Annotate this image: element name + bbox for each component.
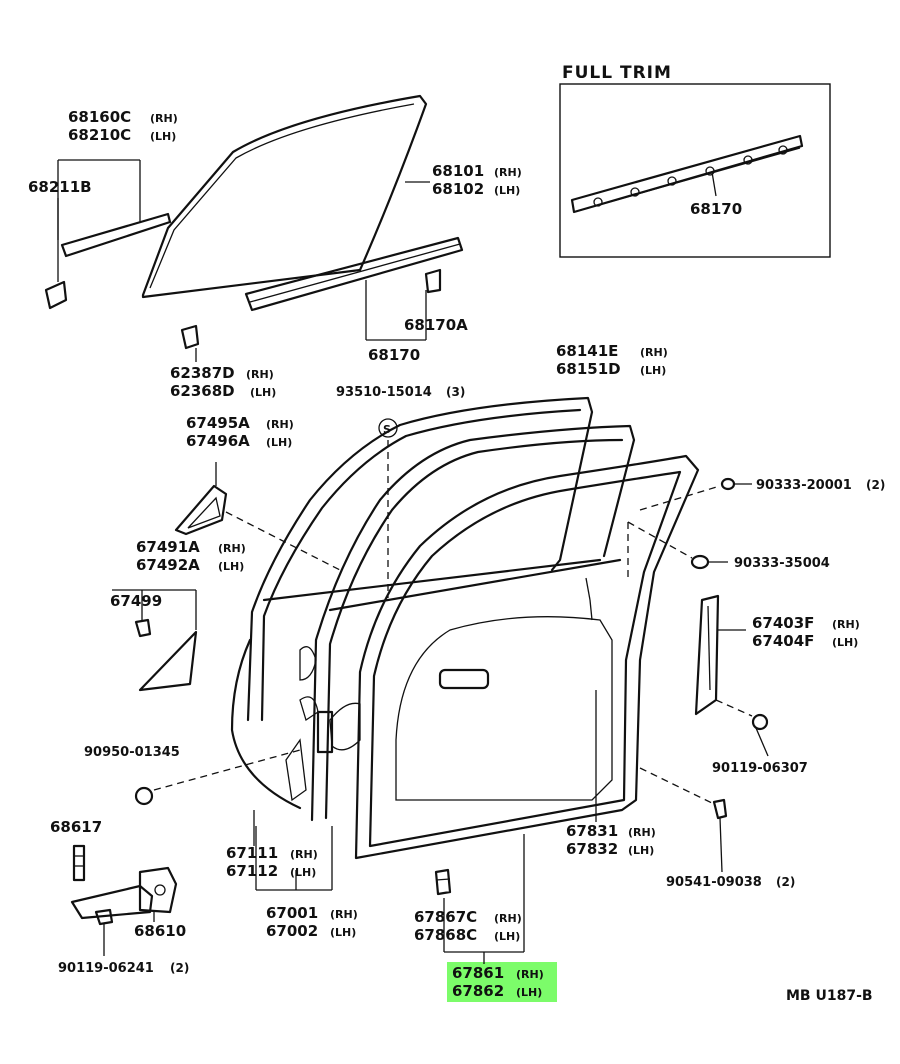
label-67111[interactable]: 67111	[226, 844, 278, 862]
screw-93510-leader: S	[378, 418, 398, 598]
label-68151D[interactable]: 68151D	[556, 360, 621, 378]
suffix-90541-09038: (2)	[776, 875, 795, 889]
suffix-68141E: (RH)	[640, 346, 668, 359]
suffix-68102: (LH)	[494, 184, 520, 197]
label-68141E[interactable]: 68141E	[556, 342, 618, 360]
label-67861[interactable]: 67861	[452, 964, 504, 982]
label-68160C[interactable]: 68160C	[68, 108, 131, 126]
label-68610[interactable]: 68610	[134, 922, 186, 940]
inner-weatherstrip-drawing	[44, 159, 172, 310]
label-68170[interactable]: 68170	[368, 346, 420, 364]
trim-strip-68170-drawing	[570, 134, 804, 214]
label-68210C[interactable]: 68210C	[68, 126, 131, 144]
right-side-parts-drawing	[627, 477, 769, 873]
label-67491A[interactable]: 67491A	[136, 538, 200, 556]
suffix-67861: (RH)	[516, 968, 544, 981]
label-67495A[interactable]: 67495A	[186, 414, 250, 432]
suffix-67867C: (RH)	[494, 912, 522, 925]
suffix-67001: (RH)	[330, 908, 358, 921]
door-glass-drawing	[141, 94, 430, 299]
suffix-67831: (RH)	[628, 826, 656, 839]
label-67492A[interactable]: 67492A	[136, 556, 200, 574]
suffix-68160C: (RH)	[150, 112, 178, 125]
suffix-68101: (RH)	[494, 166, 522, 179]
suffix-67862: (LH)	[516, 986, 542, 999]
suffix-67404F: (LH)	[832, 636, 858, 649]
suffix-62387D: (RH)	[246, 368, 274, 381]
label-90119-06241[interactable]: 90119-06241	[58, 961, 154, 976]
suffix-67491A: (RH)	[218, 542, 246, 555]
suffix-68210C: (LH)	[150, 130, 176, 143]
full-trim-box	[559, 83, 831, 258]
suffix-67492A: (LH)	[218, 560, 244, 573]
label-67868C[interactable]: 67868C	[414, 926, 477, 944]
hinge-check-parts-drawing	[70, 749, 301, 956]
label-67499[interactable]: 67499	[110, 592, 162, 610]
label-67832[interactable]: 67832	[566, 840, 618, 858]
highlight-67861	[447, 962, 557, 1002]
label-68101[interactable]: 68101	[432, 162, 484, 180]
suffix-62368D: (LH)	[250, 386, 276, 399]
corner-pieces-drawing	[112, 462, 341, 692]
label-67867C[interactable]: 67867C	[414, 908, 477, 926]
suffix-67002: (LH)	[330, 926, 356, 939]
label-67831[interactable]: 67831	[566, 822, 618, 840]
label-62368D[interactable]: 62368D	[170, 382, 235, 400]
label-67862[interactable]: 67862	[452, 982, 504, 1000]
label-67002[interactable]: 67002	[266, 922, 318, 940]
label-68170A[interactable]: 68170A	[404, 316, 468, 334]
suffix-67832: (LH)	[628, 844, 654, 857]
suffix-93510-15014: (3)	[446, 385, 465, 399]
door-frames-drawing	[230, 396, 700, 860]
label-67404F[interactable]: 67404F	[752, 632, 814, 650]
suffix-90333-20001: (2)	[866, 478, 885, 492]
label-90119-06307[interactable]: 90119-06307	[712, 761, 808, 776]
outer-weatherstrip-drawing	[244, 236, 464, 341]
suffix-67496A: (LH)	[266, 436, 292, 449]
label-90333-35004[interactable]: 90333-35004	[734, 556, 830, 571]
label-67112[interactable]: 67112	[226, 862, 278, 880]
label-90333-20001[interactable]: 90333-20001	[756, 478, 852, 493]
bottom-leaders	[253, 690, 597, 964]
suffix-67495A: (RH)	[266, 418, 294, 431]
suffix-68151D: (LH)	[640, 364, 666, 377]
svg-text:S: S	[383, 423, 391, 436]
label-68211B[interactable]: 68211B	[28, 178, 92, 196]
label-93510-15014[interactable]: 93510-15014	[336, 385, 432, 400]
label-67496A[interactable]: 67496A	[186, 432, 250, 450]
full-trim-title: FULL TRIM	[562, 63, 672, 83]
label-90950-01345[interactable]: 90950-01345	[84, 745, 180, 760]
part-labels: FULL TRIM 68160C (RH) 68210C (LH) 68211B…	[28, 63, 885, 1004]
label-67403F[interactable]: 67403F	[752, 614, 814, 632]
label-90541-09038[interactable]: 90541-09038	[666, 875, 762, 890]
diagram-code: MB U187-B	[786, 988, 873, 1004]
suffix-67868C: (LH)	[494, 930, 520, 943]
suffix-67112: (LH)	[290, 866, 316, 879]
suffix-67111: (RH)	[290, 848, 318, 861]
label-68102[interactable]: 68102	[432, 180, 484, 198]
label-68617[interactable]: 68617	[50, 818, 102, 836]
label-68170-full-trim[interactable]: 68170	[690, 200, 742, 218]
clip-62387D-drawing	[180, 324, 200, 362]
label-67001[interactable]: 67001	[266, 904, 318, 922]
label-62387D[interactable]: 62387D	[170, 364, 235, 382]
suffix-67403F: (RH)	[832, 618, 860, 631]
suffix-90119-06241: (2)	[170, 961, 189, 975]
